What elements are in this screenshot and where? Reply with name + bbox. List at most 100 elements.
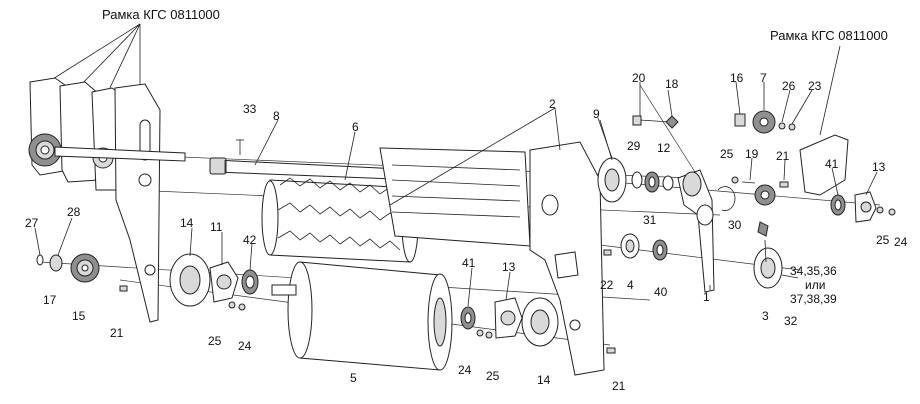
label-24-right: 24	[894, 235, 908, 249]
label-6: 6	[352, 120, 359, 134]
part-26-washer	[778, 122, 786, 130]
part-13-housing-a	[494, 297, 523, 339]
part-34-key	[757, 221, 769, 237]
label-41-lower: 41	[462, 256, 476, 270]
part-2-side-plate	[529, 141, 605, 376]
part-40-bearing	[652, 239, 668, 261]
label-17: 17	[43, 293, 57, 307]
part-22-bolt	[603, 249, 612, 256]
label-25-middle: 25	[720, 147, 734, 161]
part-23-nut	[788, 123, 796, 131]
label-25-left: 25	[208, 334, 222, 348]
label-26: 26	[782, 79, 796, 93]
part-21-bolt-a	[119, 285, 128, 292]
part-20-bolt	[639, 119, 671, 123]
label-30: 30	[728, 218, 742, 232]
part-13-housing-b	[854, 191, 877, 223]
label-4: 4	[627, 278, 634, 292]
part-41-bearing-b	[830, 194, 846, 216]
guard-cover	[379, 147, 531, 247]
label-21-right: 21	[776, 149, 790, 163]
label-18: 18	[665, 77, 679, 91]
label-34-line3: 37,38,39	[790, 292, 837, 306]
part-25-washer-c	[731, 176, 739, 184]
label-3: 3	[762, 309, 769, 323]
right-frame-leader	[819, 45, 841, 136]
part-42-bearing	[241, 269, 259, 295]
label-1: 1	[703, 290, 710, 304]
label-31: 31	[643, 213, 657, 227]
label-41-right: 41	[825, 157, 839, 171]
label-32: 32	[784, 314, 798, 328]
part-25-washer-a	[228, 301, 236, 309]
part-24-nut-c	[888, 208, 896, 216]
right-frame-plate	[799, 134, 849, 196]
part-12-ring	[662, 175, 674, 191]
left-shaft	[54, 146, 186, 162]
label-7: 7	[760, 71, 767, 85]
left-frame-title: Рамка КГС 0811000	[102, 7, 220, 22]
label-12: 12	[657, 141, 671, 155]
left-frame-plates	[29, 77, 161, 323]
part-3-pulley	[753, 247, 783, 289]
label-21-left: 21	[110, 326, 124, 340]
label-22: 22	[600, 278, 614, 292]
part-31-bearing	[644, 171, 660, 193]
part-16-bolt	[734, 113, 746, 127]
label-24-left: 24	[238, 339, 252, 353]
label-25-lower: 25	[486, 369, 500, 383]
label-13-lower: 13	[502, 260, 516, 274]
part-41-bearing-a	[460, 306, 476, 330]
part-4-bushing	[620, 233, 640, 259]
label-9: 9	[593, 107, 600, 121]
label-33: 33	[243, 102, 257, 116]
part-5-drum	[271, 261, 453, 371]
part-21-bolt-c	[779, 181, 789, 188]
label-15: 15	[72, 309, 86, 323]
label-5: 5	[350, 371, 357, 385]
part-6-auger	[261, 177, 419, 263]
part-19-pin	[741, 181, 756, 184]
part-21-bolt-b	[606, 347, 616, 354]
label-16: 16	[730, 71, 744, 85]
label-21-bottom: 21	[612, 379, 626, 393]
label-14-left: 14	[180, 216, 194, 230]
right-frame-title: Рамка КГС 0811000	[770, 28, 888, 43]
part-sprocket-center	[754, 184, 776, 206]
part-11-bearing-housing	[209, 261, 239, 303]
label-8: 8	[273, 109, 280, 123]
label-2: 2	[549, 97, 556, 111]
label-19: 19	[745, 147, 759, 161]
label-34-line2: или	[805, 278, 825, 292]
part-15-sprocket	[70, 253, 100, 283]
label-34-line1: 34,35,36	[790, 264, 837, 278]
label-40: 40	[654, 285, 668, 299]
part-24-nut-a	[238, 303, 246, 311]
part-30-circlip	[717, 186, 736, 211]
label-25-right: 25	[876, 233, 890, 247]
label-leaders	[34, 81, 878, 307]
part-14-flange-left	[169, 253, 211, 307]
label-29: 29	[627, 139, 641, 153]
label-14-lower: 14	[537, 373, 551, 387]
part-18-nut	[665, 115, 679, 129]
label-27: 27	[25, 216, 39, 230]
part-24-nut-b	[476, 329, 484, 337]
label-23: 23	[808, 79, 822, 93]
label-20: 20	[632, 71, 646, 85]
label-13-right: 13	[872, 160, 886, 174]
part-29-seal	[631, 171, 643, 189]
label-11: 11	[210, 220, 223, 234]
part-17-bushing	[36, 254, 63, 272]
part-25-washer-d	[876, 206, 884, 214]
part-1-tensioner-arm	[677, 169, 715, 293]
part-14-flange-right	[521, 297, 559, 347]
label-28: 28	[67, 205, 81, 219]
part-25-washer-b	[485, 331, 493, 339]
part-labels: 1 2 3 4 5 6 7 8 9 11 12 13 13 14 14 15 1…	[25, 71, 908, 393]
part-32-pin	[781, 274, 799, 279]
part-9-housing	[597, 157, 627, 203]
label-24-lower: 24	[458, 363, 472, 377]
label-42: 42	[243, 233, 257, 247]
